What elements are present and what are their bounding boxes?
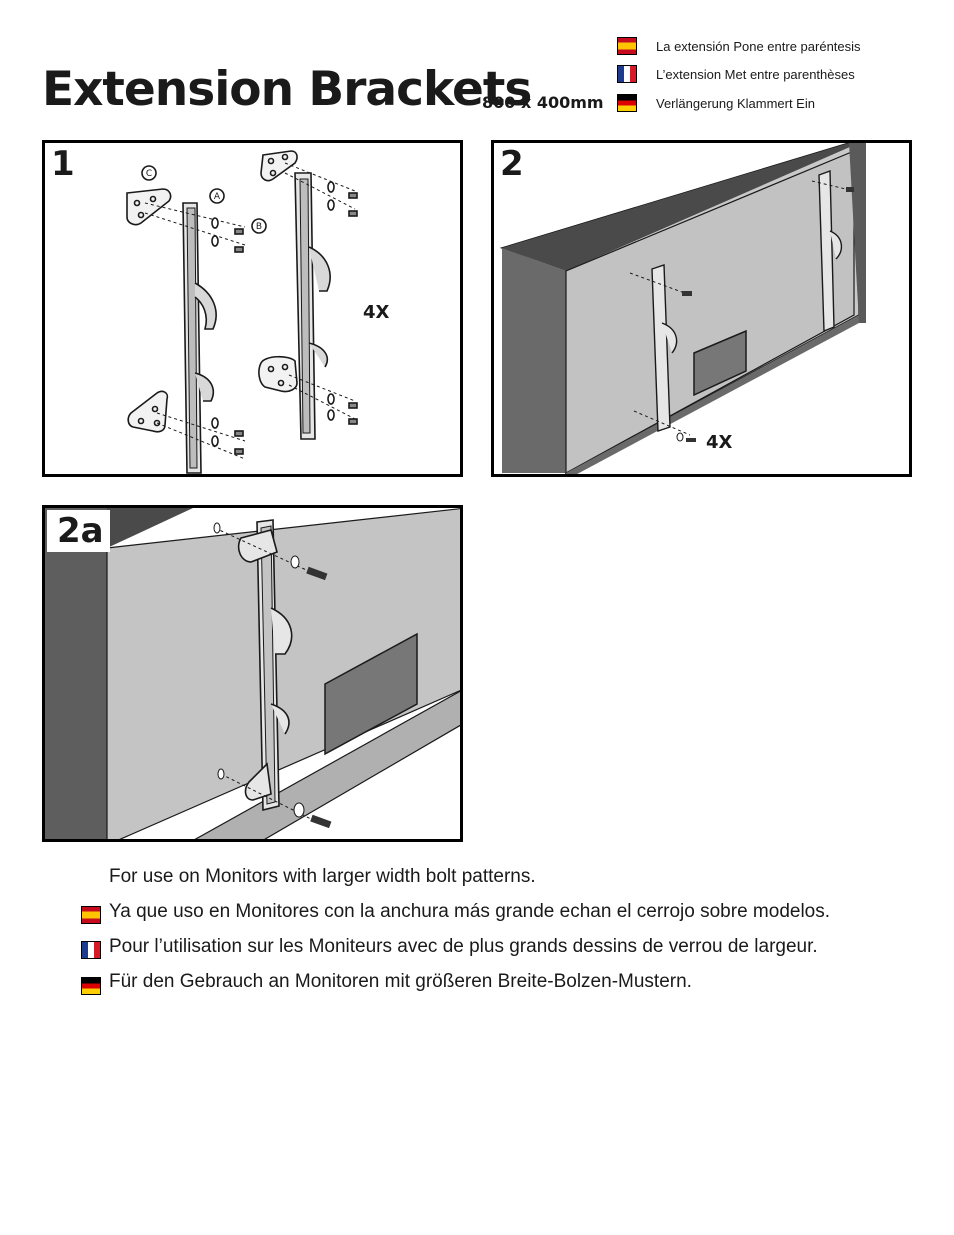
step-number: 2a: [47, 510, 110, 552]
language-row-french: L’extension Met entre parenthèses: [617, 63, 855, 85]
callout-c-label: C: [146, 169, 152, 179]
language-label: La extensión Pone entre paréntesis: [656, 38, 861, 54]
step-2a-panel: 2a: [42, 505, 463, 842]
step-2-panel: 4X 2: [491, 140, 912, 477]
spain-flag-icon: [617, 37, 637, 55]
note-english: For use on Monitors with larger width bo…: [109, 866, 536, 887]
germany-flag-icon: [81, 977, 101, 995]
step-number: 1: [51, 144, 75, 184]
note-spanish: Ya que uso en Monitores con la anchura m…: [109, 901, 831, 922]
france-flag-icon: [617, 65, 637, 83]
size-subtitle: 800 x 400mm: [482, 93, 604, 112]
monitor-mount-diagram: 4X: [494, 143, 909, 474]
note-french: Pour l’utilisation sur les Moniteurs ave…: [109, 936, 818, 957]
callout-b-label: B: [256, 222, 262, 232]
bracket-detail-diagram: [45, 508, 460, 839]
callout-a-label: A: [214, 192, 221, 202]
language-label: Verlängerung Klammert Ein: [656, 95, 815, 111]
quantity-label: 4X: [706, 432, 733, 453]
page-title: Extension Brackets: [42, 62, 532, 117]
germany-flag-icon: [617, 94, 637, 112]
spain-flag-icon: [81, 906, 101, 924]
step-1-panel: C A B 4X 1: [42, 140, 463, 477]
language-row-german: Verlängerung Klammert Ein: [617, 92, 815, 114]
quantity-label: 4X: [363, 302, 390, 323]
bracket-parts-diagram: C A B 4X: [126, 150, 390, 474]
language-label: L’extension Met entre parenthèses: [656, 66, 855, 82]
step-number: 2: [500, 144, 524, 184]
language-row-spanish: La extensión Pone entre paréntesis: [617, 35, 861, 57]
france-flag-icon: [81, 941, 101, 959]
note-german: Für den Gebrauch an Monitoren mit größer…: [109, 971, 692, 992]
